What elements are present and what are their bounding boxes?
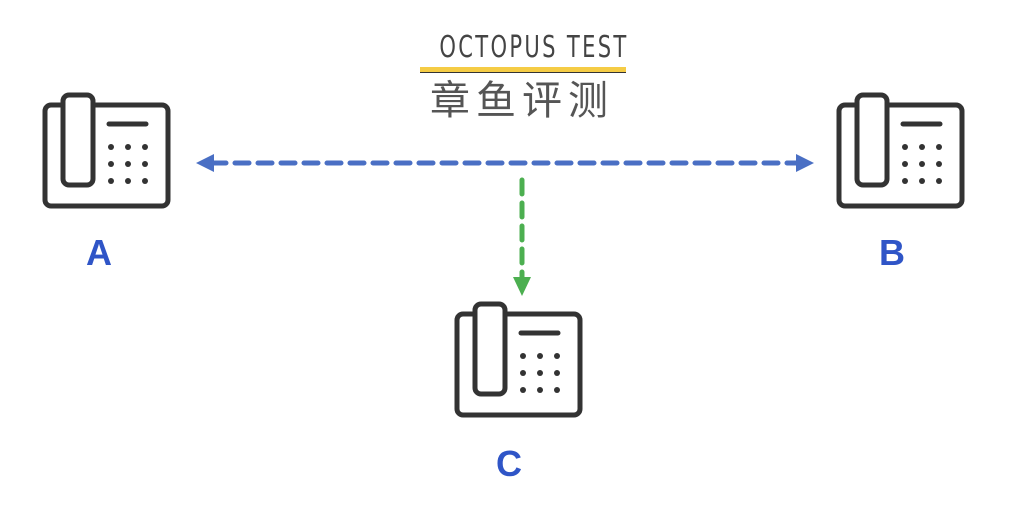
desk-phone-icon bbox=[836, 92, 965, 209]
octopus-test-logo: OCTOPUS TEST 章鱼评测 bbox=[416, 30, 629, 124]
node-label-a: A bbox=[86, 232, 112, 273]
node-label-b: B bbox=[879, 232, 905, 273]
arrow-a-b bbox=[196, 154, 814, 172]
arrowhead-down-icon bbox=[513, 277, 531, 296]
arrowhead-right-icon bbox=[796, 154, 814, 172]
logo-title-en: OCTOPUS TEST bbox=[439, 30, 629, 65]
arrow-to-c bbox=[513, 177, 531, 296]
logo-underline bbox=[420, 67, 626, 73]
arrowhead-left-icon bbox=[196, 154, 214, 172]
node-label-c: C bbox=[496, 443, 522, 484]
logo-title-cn: 章鱼评测 bbox=[430, 78, 614, 124]
desk-phone-icon bbox=[454, 301, 583, 418]
desk-phone-icon bbox=[42, 92, 171, 209]
